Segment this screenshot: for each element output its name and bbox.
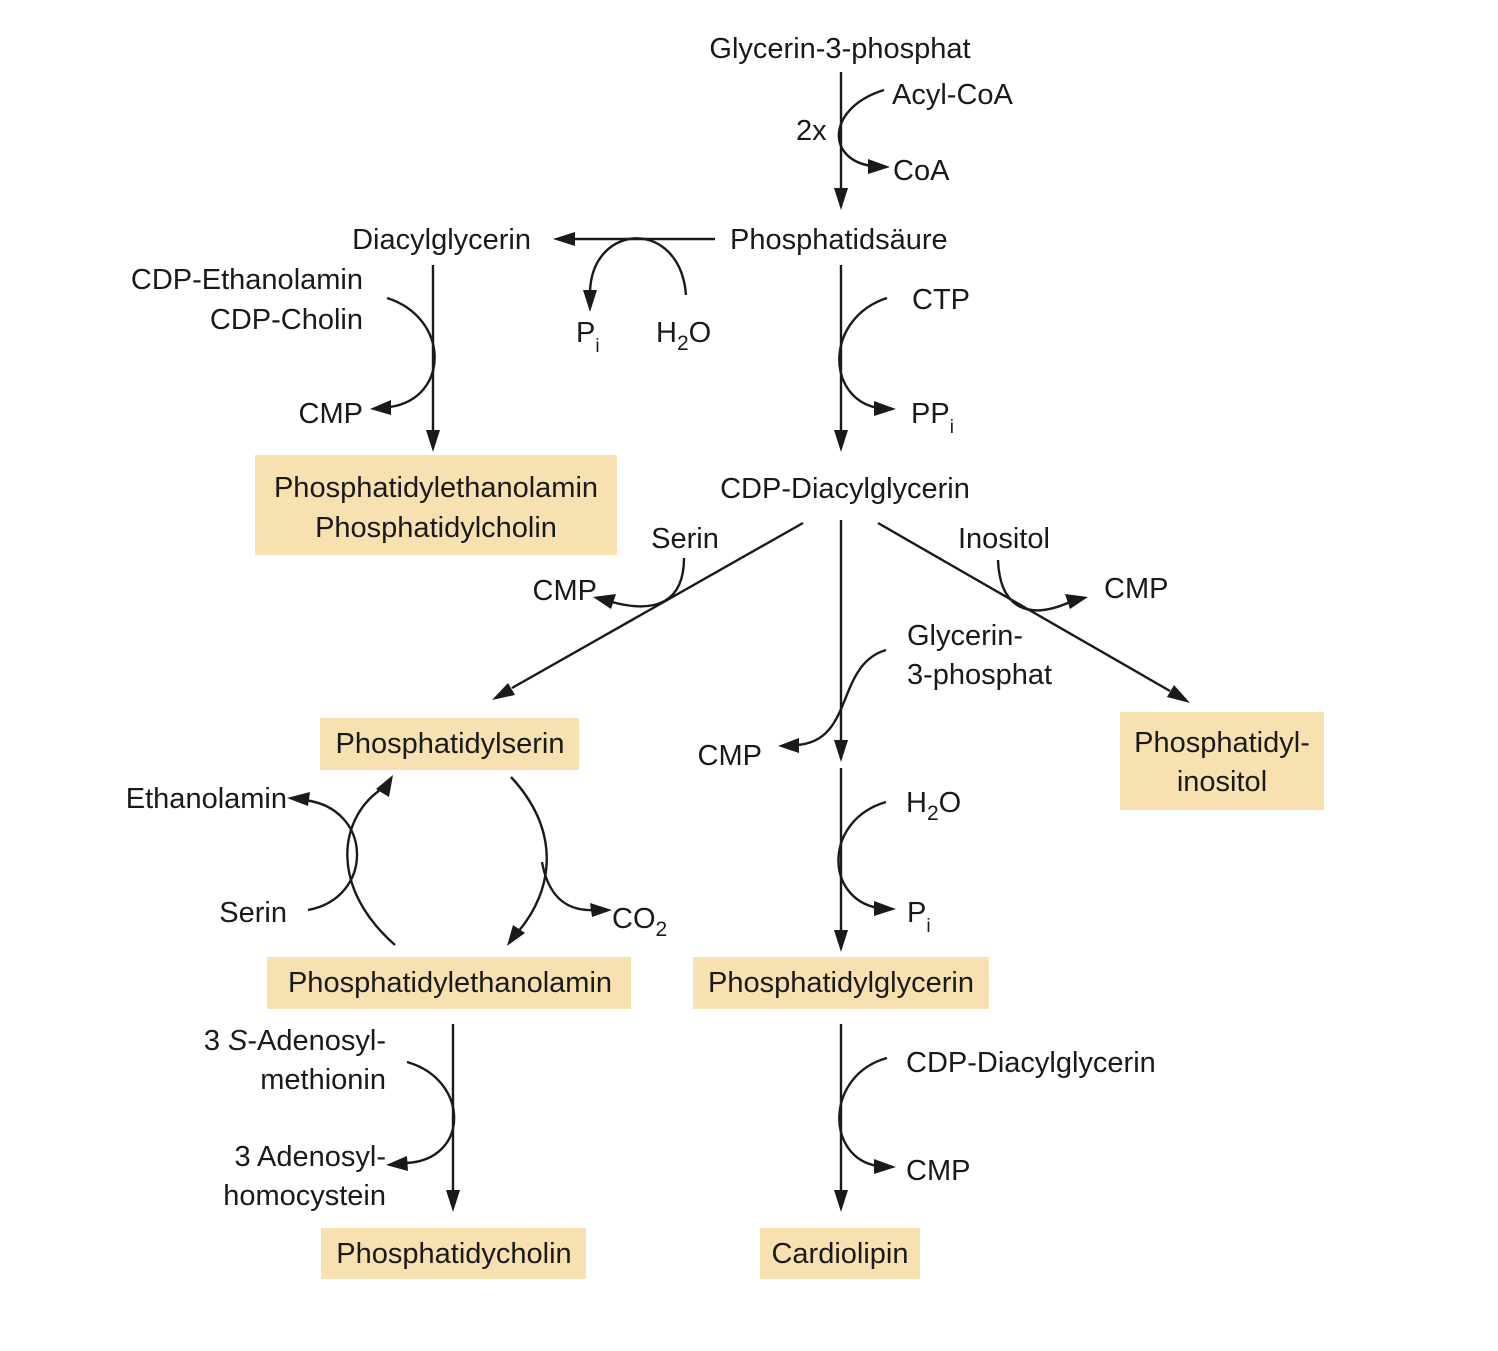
label-h2o: H2O: [656, 317, 711, 355]
head-cmp-left: [370, 400, 391, 415]
product-phosphatidylinositol-line2: inositol: [1177, 766, 1267, 798]
curve-serin-cmp: [611, 557, 686, 608]
label-pi-2: Pi: [907, 897, 931, 937]
label-glycerin-3-phosphat: Glycerin-3-phosphat: [709, 33, 970, 65]
head-co2: [590, 903, 612, 917]
label-ctp: CTP: [912, 284, 970, 316]
head-cdpdag-to-pinositol: [1167, 685, 1190, 703]
curve-ethanolamin-serin: [303, 798, 359, 912]
curve-acyl-coa: [837, 88, 885, 168]
product-phosphatidycholin: Phosphatidycholin: [336, 1238, 571, 1270]
head-pe-to-pc: [446, 1190, 460, 1212]
head-pg-to-cardiolipin: [834, 1190, 848, 1212]
head-pa-to-dag: [553, 232, 575, 246]
arrow-cdpdag-to-pinositol: [877, 521, 1171, 693]
product-phosphatidylserin: Phosphatidylserin: [336, 728, 565, 760]
product-pe-line: Phosphatidylethanolamin: [274, 472, 598, 504]
curve-ps-to-pe: [510, 776, 548, 933]
curve-pe-to-ps: [346, 789, 396, 946]
label-sah-line1: 3 Adenosyl-: [234, 1141, 386, 1173]
curve-inositol-cmp: [996, 559, 1071, 612]
label-2x: 2x: [796, 115, 827, 147]
head-ethanolamin: [287, 792, 310, 806]
label-pi: Pi: [576, 317, 600, 357]
box-phosphatidylethanolamin: [267, 957, 631, 1009]
arrow-cdpdag-to-ps: [511, 521, 804, 690]
label-cmp-glycerin: CMP: [698, 740, 762, 772]
curve-h2o-pi: [588, 237, 688, 296]
label-cdp-ethanolamin: CDP-Ethanolamin: [131, 264, 363, 296]
label-ethanolamin: Ethanolamin: [126, 783, 287, 815]
head-dag-to-pe-pc: [426, 430, 440, 452]
head-cdpdag-to-ps: [492, 683, 515, 700]
head-ppi: [874, 401, 896, 416]
label-coa: CoA: [893, 155, 950, 187]
head-cmp-inositol: [1065, 594, 1088, 609]
label-diacylglycerin: Diacylglycerin: [352, 224, 531, 256]
curve-h2o-pi-2: [837, 800, 887, 910]
curve-ctp: [838, 296, 888, 410]
label-ppi: PPi: [911, 398, 954, 438]
curve-cdp-ethanolamin: [386, 296, 436, 409]
head-pi: [583, 290, 597, 312]
label-h2o-2: H2O: [906, 787, 961, 825]
product-phosphatidylethanolamin: Phosphatidylethanolamin: [288, 967, 612, 999]
label-sam-line1: 3 S-Adenosyl-: [204, 1025, 386, 1057]
head-cmp-glycerin: [778, 738, 799, 753]
box-phosphatidycholin: [321, 1228, 586, 1279]
label-cmp-cardio: CMP: [906, 1155, 970, 1187]
head-sah: [386, 1156, 408, 1171]
box-phosphatidylserin: [320, 718, 579, 770]
label-cdp-diacylglycerin-2: CDP-Diacylglycerin: [906, 1047, 1156, 1079]
label-cmp-serin: CMP: [533, 575, 597, 607]
head-cmp-cardio: [874, 1159, 896, 1174]
label-sah-line2: homocystein: [223, 1180, 386, 1212]
box-cardiolipin: [760, 1228, 920, 1279]
label-cmp-left: CMP: [299, 398, 363, 430]
head-pa-to-cdpdag: [834, 430, 848, 452]
box-phosphatidylglycerin: [693, 957, 989, 1009]
head-ps-to-pe: [507, 925, 525, 946]
head-g3p-to-pa: [834, 188, 848, 210]
label-cmp-inositol: CMP: [1104, 573, 1168, 605]
product-phosphatidylinositol-line1: Phosphatidyl-: [1134, 727, 1310, 759]
box-phosphatidylinositol: [1120, 712, 1324, 810]
head-cdpdag-to-g3p-step: [834, 740, 848, 762]
curve-sam: [405, 1060, 456, 1165]
head-coa: [868, 159, 890, 174]
curve-cdpdag-cmp: [838, 1056, 888, 1168]
label-cdp-diacylglycerin: CDP-Diacylglycerin: [720, 473, 970, 505]
label-serin-left: Serin: [219, 897, 287, 929]
product-cardiolipin: Cardiolipin: [771, 1238, 908, 1270]
box-pe-pc: [255, 455, 617, 555]
label-sam-line2: methionin: [260, 1064, 386, 1096]
head-pgp-to-pg: [834, 930, 848, 952]
product-phosphatidylglycerin: Phosphatidylglycerin: [708, 967, 974, 999]
curve-co2: [540, 861, 597, 912]
label-co2: CO2: [612, 903, 667, 941]
label-inositol: Inositol: [958, 523, 1050, 555]
label-phosphatidsaeure: Phosphatidsäure: [730, 224, 948, 256]
label-acyl-coa: Acyl-CoA: [892, 79, 1014, 111]
label-glycerin-3p-line2: 3-phosphat: [907, 659, 1052, 691]
product-pc-line: Phosphatidylcholin: [315, 512, 557, 544]
label-glycerin-3p-line1: Glycerin-: [907, 620, 1023, 652]
head-cmp-serin: [593, 594, 616, 609]
curve-glycerin3p: [795, 648, 887, 747]
label-serin-top: Serin: [651, 523, 719, 555]
head-pi-2: [874, 901, 896, 916]
label-cdp-cholin: CDP-Cholin: [210, 304, 363, 336]
head-pe-to-ps: [376, 775, 393, 797]
